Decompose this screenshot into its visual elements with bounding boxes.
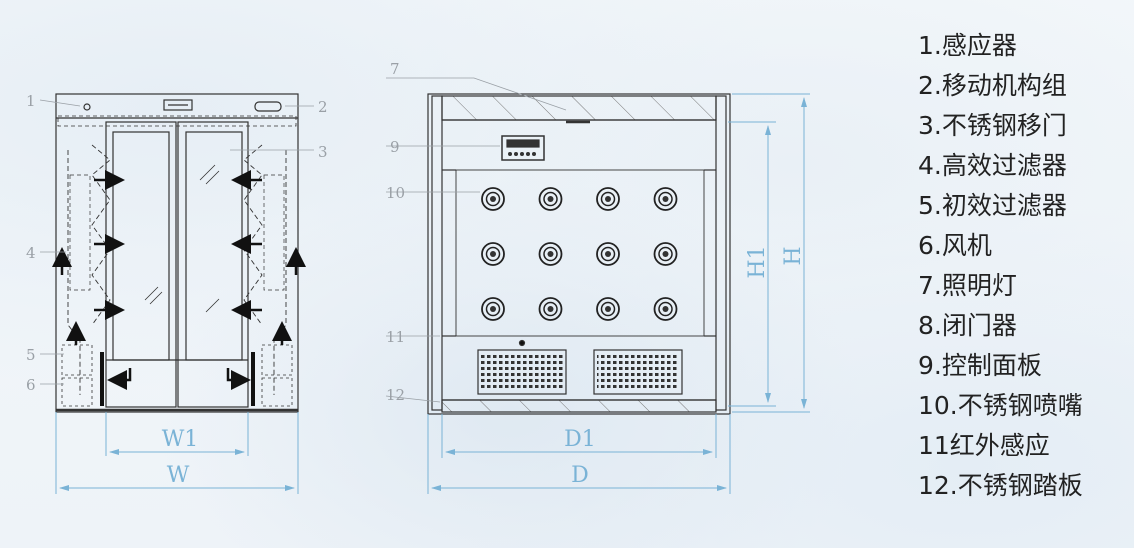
nozzle-icon: [653, 297, 678, 321]
callout-4: 4: [26, 244, 36, 262]
control-panel: [501, 135, 545, 161]
dim-w1-label: W1: [162, 427, 199, 452]
callout-5: 5: [26, 346, 36, 364]
return-grill-left: [477, 349, 567, 395]
nozzle-icon: [481, 297, 505, 321]
side-view: [427, 93, 731, 415]
return-grill-right: [593, 349, 683, 395]
legend-item-infrared: 11红外感应: [918, 431, 1050, 460]
sensor-icon: [83, 103, 91, 111]
fan-right: [261, 377, 293, 407]
nozzle-icon: [596, 187, 620, 211]
side-top-hatch: [441, 95, 717, 121]
infrared-sensor: [518, 339, 526, 347]
nozzle-grid: [481, 187, 678, 321]
legend-item-control-panel: 9.控制面板: [918, 351, 1042, 380]
legend-item-door-closer: 8.闭门器: [918, 311, 1017, 340]
callout-9: 9: [390, 138, 400, 156]
dim-d-label: D: [571, 463, 589, 488]
legend-item-lighting: 7.照明灯: [918, 271, 1017, 300]
nozzle-icon: [538, 297, 563, 321]
callout-3: 3: [318, 143, 328, 161]
dim-w-label: W: [167, 463, 190, 488]
nozzle-icon: [538, 242, 563, 266]
side-outer-frame: [427, 93, 731, 415]
primary-filter-left: [61, 344, 93, 376]
legend-item-hepa-filter: 4.高效过滤器: [918, 151, 1067, 180]
nozzle-icon: [653, 242, 678, 266]
legend-item-sensor: 1.感应器: [918, 31, 1017, 60]
legend-item-fan: 6.风机: [918, 231, 992, 260]
front-view: [55, 93, 299, 413]
nozzle-icon: [481, 242, 505, 266]
airflow-arrows: [52, 170, 306, 345]
primary-filter-right: [261, 344, 293, 376]
nozzle-panel: [455, 169, 705, 337]
nozzle-icon: [481, 187, 505, 211]
callout-6: 6: [26, 376, 36, 394]
callout-12: 12: [386, 386, 405, 404]
stainless-floor: [441, 399, 717, 413]
nozzle-icon: [596, 297, 620, 321]
legend-item-moving-mechanism: 2.移动机构组: [918, 71, 1067, 100]
callout-10: 10: [386, 184, 405, 202]
legend-item-primary-filter: 5.初效过滤器: [918, 191, 1067, 220]
legend-item-sliding-door: 3.不锈钢移门: [918, 111, 1067, 140]
sliding-door-left: [105, 121, 177, 408]
nozzle-icon: [538, 187, 563, 211]
component-legend: 1.感应器 2.移动机构组 3.不锈钢移门 4.高效过滤器 5.初效过滤器 6.…: [918, 26, 1083, 506]
moving-mechanism: [163, 99, 193, 111]
dim-h-label: H: [781, 246, 806, 265]
dim-d1-label: D1: [564, 427, 596, 452]
dim-h1-label: H1: [745, 245, 770, 278]
legend-item-floor-plate: 12.不锈钢踏板: [918, 471, 1083, 500]
sliding-door-right: [177, 121, 249, 408]
legend-item-nozzle: 10.不锈钢喷嘴: [918, 391, 1083, 420]
hepa-filter-right: [243, 144, 287, 395]
nozzle-icon: [596, 242, 620, 266]
callout-11: 11: [386, 328, 405, 346]
callout-1: 1: [26, 92, 36, 110]
fan-left: [61, 377, 93, 407]
nozzle-icon: [653, 187, 678, 211]
callout-2: 2: [318, 98, 328, 116]
callout-7: 7: [390, 60, 400, 78]
